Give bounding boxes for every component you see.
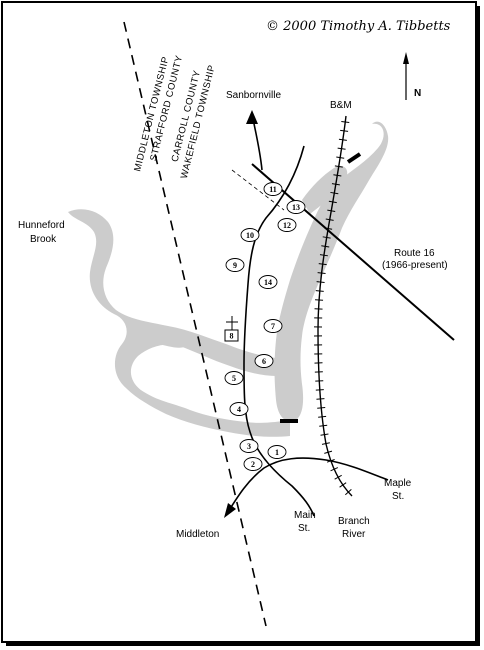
site-label-9: 9: [233, 261, 237, 270]
railroad-tie: [325, 218, 334, 221]
map-border: [1, 1, 477, 643]
copyright-text: © 2000 Timothy A. Tibbetts: [266, 19, 451, 34]
main-label-2: St.: [298, 523, 310, 534]
route-16-road: [251, 163, 455, 341]
maple-label-1: Maple: [384, 478, 412, 489]
middleton-label: Middleton: [176, 529, 219, 540]
site-label-4: 4: [237, 405, 241, 414]
hunneford-label-2: Brook: [30, 234, 57, 245]
railroad-tie: [334, 474, 342, 480]
railroad-tie: [338, 138, 347, 141]
sanbornville-arrow-icon: [246, 110, 258, 124]
site-marker-11: 11: [263, 182, 283, 196]
railroad-tie: [337, 147, 346, 150]
railroad-tie: [334, 165, 343, 168]
railroad-tie: [319, 254, 328, 257]
maple-label-2: St.: [392, 491, 404, 502]
site-label-2: 2: [251, 460, 255, 469]
railroad-tie: [321, 245, 330, 248]
railroad-tie: [326, 458, 335, 463]
site-marker-2: 2: [243, 457, 263, 471]
site-label-1: 1: [275, 448, 279, 457]
railroad-tie: [340, 129, 349, 132]
upper-dam: [346, 152, 362, 164]
railroad-tie: [341, 120, 350, 123]
site-label-5: 5: [232, 374, 236, 383]
railroad-tie: [324, 227, 333, 230]
main-street: [243, 145, 315, 517]
county-line: [123, 21, 267, 627]
railroad-tie: [324, 450, 333, 454]
site-marker-5: 5: [224, 371, 244, 385]
railroad-tie: [319, 424, 328, 427]
north-label: N: [414, 88, 421, 99]
site-marker-12: 12: [277, 218, 297, 232]
railroad-tie: [315, 389, 324, 391]
railroad-tie: [330, 467, 339, 472]
site-label-13: 13: [292, 203, 300, 212]
railroad-tie: [320, 433, 329, 436]
branch-label-2: River: [342, 529, 366, 540]
site-label-14: 14: [264, 278, 272, 287]
site-8-label: 8: [230, 332, 234, 341]
water-body: [68, 121, 389, 437]
hunneford-label-1: Hunneford: [18, 220, 65, 231]
site-marker-14: 14: [258, 275, 278, 289]
site-marker-10: 10: [240, 228, 260, 242]
site-marker-13: 13: [286, 200, 306, 214]
railroad-tie: [317, 406, 326, 409]
railroad-tie: [316, 281, 325, 283]
route16-label-2: (1966-present): [382, 260, 448, 271]
railroad-tie: [328, 200, 337, 204]
site-marker-6: 6: [254, 354, 274, 368]
site-label-11: 11: [269, 185, 277, 194]
railroad-tie: [345, 489, 352, 496]
railroad-tie: [318, 263, 327, 266]
branch-label-1: Branch: [338, 516, 370, 527]
site-label-7: 7: [271, 322, 275, 331]
site-marker-9: 9: [225, 258, 245, 272]
railroad-tie: [317, 272, 326, 275]
railroad-ties: [314, 120, 352, 496]
railroad-tie: [322, 236, 331, 239]
railroad-tie: [318, 415, 327, 418]
railroad-tie: [327, 209, 336, 213]
railroad-tie: [321, 442, 330, 445]
railroad-label: B&M: [330, 100, 352, 111]
main-label-1: Main: [294, 510, 316, 521]
railroad-tie: [316, 398, 325, 400]
site-marker-3: 3: [239, 439, 259, 453]
railroad-track: [314, 115, 353, 497]
railroad-tie: [336, 156, 345, 159]
site-label-12: 12: [283, 221, 291, 230]
site-marker-7: 7: [263, 319, 283, 333]
maple-street: [227, 457, 389, 513]
sanbornville-label: Sanbornville: [226, 90, 281, 101]
route16-label-1: Route 16: [394, 248, 435, 259]
site-marker-4: 4: [229, 402, 249, 416]
railroad-tie: [331, 183, 340, 186]
railroad-tie: [333, 174, 342, 177]
railroad-tie: [330, 191, 339, 195]
railroad-tie: [339, 482, 347, 488]
site-label-10: 10: [246, 231, 254, 240]
middleton-arrow-icon: [224, 503, 236, 518]
railroad-tie: [315, 290, 324, 292]
site-marker-1: 1: [267, 445, 287, 459]
site-label-3: 3: [247, 442, 251, 451]
site-label-6: 6: [262, 357, 266, 366]
old-road: [231, 169, 285, 211]
site-8-building: [224, 329, 239, 342]
railroad-tie: [315, 299, 324, 301]
